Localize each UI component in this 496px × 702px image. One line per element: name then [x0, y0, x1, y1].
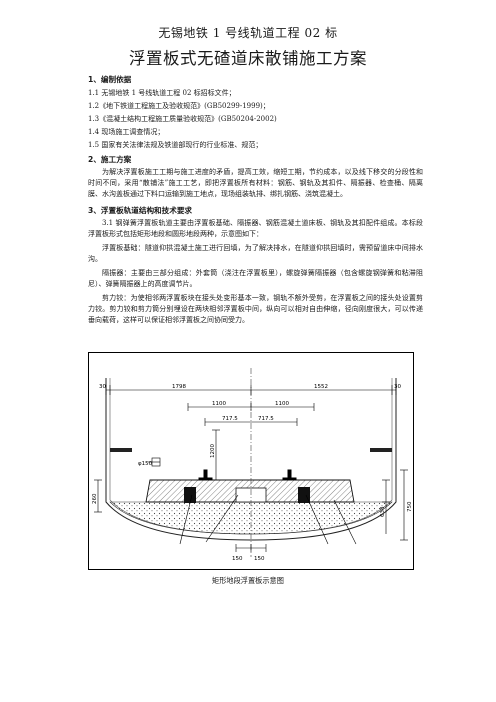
dim-label: 1798	[172, 384, 186, 390]
document-title: 浮置板式无碴道床散铺施工方案	[129, 49, 367, 68]
basis-item: 1.4 现场施工调查情况；	[88, 128, 165, 136]
dim-label: 260	[92, 493, 98, 504]
isolator	[298, 487, 310, 503]
dim-label: 1200	[210, 444, 216, 458]
dim-label: 30	[394, 384, 401, 390]
section-2-heading: 2、施工方案	[88, 155, 132, 164]
dim-label: 30	[99, 384, 106, 390]
dim-label: 750	[407, 501, 413, 512]
dim-label: 1100	[212, 401, 226, 407]
isolator	[184, 487, 196, 503]
section-3-paragraph-2: 浮置板基础：隧道仰拱混凝土施工进行回填，为了解决排水，在隧道仰拱回填时，需预留道…	[88, 244, 423, 264]
section-3-heading: 3、浮置板轨道结构和技术要求	[88, 206, 193, 215]
cross-section-drawing: 30 1798 1552 30 1100 1100 717.5 717.5 φ1…	[88, 352, 414, 570]
tunnel-lining	[105, 378, 397, 541]
section-3-paragraph-3: 隔振器：主要由三部分组成：外套筒（浇注在浮置板里），螺旋弹簧隔振器（包含螺旋钢弹…	[88, 269, 423, 289]
dim-label: 717.5	[258, 416, 274, 422]
dim-label: 1552	[314, 384, 328, 390]
rail-base	[198, 477, 213, 481]
section-2-paragraph: 为解决浮置板施工工期与施工进度的矛盾，提高工效，缩短工期，节约成本，以及线下移交…	[88, 168, 423, 199]
dim-label: 150	[232, 556, 243, 562]
basis-item: 1.3《混凝土结构工程施工质量验收规范》(GB50204-2002)	[88, 115, 277, 123]
dim-label: 1100	[275, 401, 289, 407]
section-1-heading: 1、编制依据	[88, 75, 132, 84]
basis-item: 1.2《地下铁道工程施工及验收规范》(GB50299-1999)；	[88, 102, 270, 110]
figure-frame	[88, 352, 414, 570]
section-3-paragraph-4: 剪力铰：为使相邻两浮置板块在接头处变形基本一致，钢轨不额外受剪，在浮置板之间的接…	[88, 294, 423, 325]
document-header: 无锡地铁 1 号线轨道工程 02 标	[158, 26, 338, 40]
basis-item: 1.5 国家有关法律法规及铁道部现行的行业标准、规范；	[88, 141, 263, 149]
dim-label: φ150	[138, 461, 153, 467]
dim-label: 717.5	[222, 416, 238, 422]
section-3-paragraph-1: 3.1 钢弹簧浮置板轨道主要由浮置板基础、隔振器、钢筋混凝土道床板、钢轨及其扣配…	[88, 219, 423, 239]
figure-caption: 矩形地段浮置板示意图	[212, 576, 284, 585]
basis-item: 1.1 无锡地铁 1 号线轨道工程 02 标招标文件；	[88, 89, 236, 97]
dim-label: 638	[380, 506, 386, 517]
rail-base	[282, 477, 297, 481]
dim-label: 150	[254, 556, 265, 562]
